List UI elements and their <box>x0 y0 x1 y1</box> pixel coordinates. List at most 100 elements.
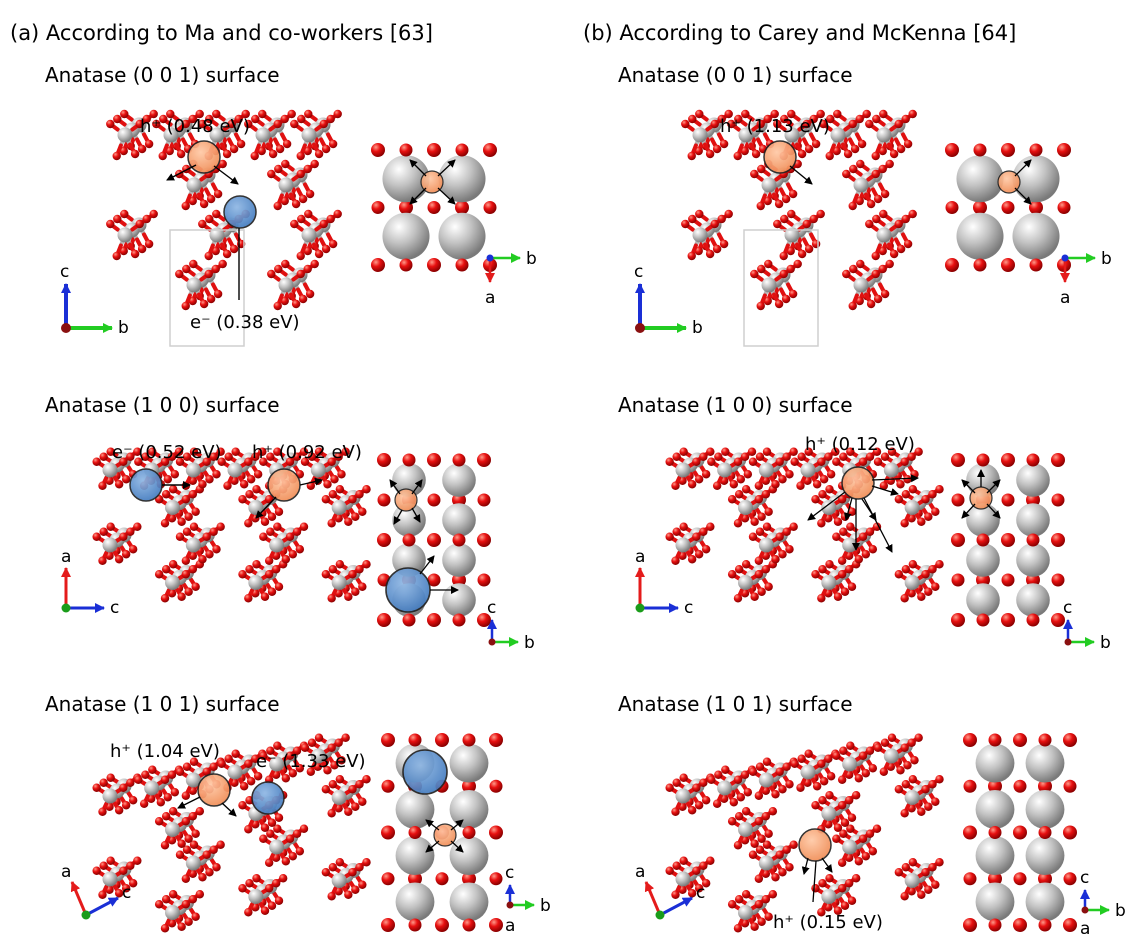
oxygen-atom <box>216 522 225 531</box>
oxygen-atom <box>199 299 209 309</box>
oxygen-atom <box>167 770 177 779</box>
axis-triad-side: a c <box>61 547 119 618</box>
oxygen-atom <box>175 269 184 279</box>
hop-arrow <box>843 497 853 521</box>
oxygen-atom <box>756 301 765 311</box>
oxygen-atom <box>774 299 784 309</box>
oxygen-atom <box>844 879 854 888</box>
hop-arrow <box>801 857 810 875</box>
oxygen-atom <box>266 746 275 755</box>
oxygen-atom <box>885 159 894 169</box>
oxygen-atom <box>721 447 730 456</box>
oxygen-atom <box>176 149 186 159</box>
oxygen-atom <box>775 767 784 776</box>
oxygen-atom <box>314 149 324 159</box>
oxygen-atom <box>381 825 395 840</box>
oxygen-atom <box>160 924 170 933</box>
titanium-atom <box>165 822 180 837</box>
titanium-atom <box>117 127 133 143</box>
oxygen-atom <box>846 824 855 833</box>
oxygen-atom <box>833 109 842 119</box>
axis-triad-side: c b <box>60 262 129 338</box>
oxygen-atom <box>880 452 890 461</box>
oxygen-atom <box>671 890 680 899</box>
oxygen-atom <box>238 884 247 893</box>
oxygen-atom <box>840 901 850 910</box>
oxygen-atom <box>785 470 794 479</box>
oxygen-atom <box>435 872 449 886</box>
oxygen-atom <box>377 613 391 627</box>
titanium-atom <box>821 575 837 590</box>
oxygen-atom <box>161 812 171 821</box>
oxygen-atom <box>782 527 791 536</box>
oxygen-atom <box>917 592 926 601</box>
oxygen-atom <box>951 533 965 547</box>
oxygen-atom <box>126 527 135 536</box>
leader-line <box>812 860 817 903</box>
oxygen-atom <box>871 151 880 161</box>
oxygen-atom <box>358 507 367 516</box>
oxygen-atom <box>296 169 305 179</box>
titanium-atom <box>449 882 489 922</box>
oxygen-atom <box>710 219 719 229</box>
oxygen-atom <box>865 746 875 755</box>
titanium-atom <box>821 806 837 821</box>
titanium-atom <box>738 575 753 590</box>
oxygen-atom <box>358 582 367 591</box>
oxygen-atom <box>189 447 199 456</box>
oxygen-atom <box>267 901 277 910</box>
oxygen-atom <box>900 743 909 752</box>
oxygen-atom <box>245 879 254 888</box>
oxygen-atom <box>381 733 395 747</box>
oxygen-atom <box>128 879 138 888</box>
hop-arrow <box>213 165 239 185</box>
oxygen-atom <box>330 475 339 484</box>
axis-label-a: a <box>505 916 515 936</box>
hole-polaron <box>267 468 301 502</box>
oxygen-atom <box>275 144 285 154</box>
oxygen-atom <box>128 796 138 805</box>
oxygen-atom <box>706 856 715 865</box>
oxygen-atom <box>908 775 918 784</box>
surface-title: Anatase (1 0 0) surface <box>618 393 853 417</box>
oxygen-atom <box>839 829 848 838</box>
oxygen-atom <box>452 573 466 587</box>
oxygen-atom <box>896 766 905 775</box>
titanium-atom <box>842 537 858 553</box>
oxygen-atom <box>880 738 890 747</box>
oxygen-atom <box>908 858 918 867</box>
oxygen-atom <box>198 219 207 229</box>
oxygen-atom <box>699 452 708 461</box>
axis-label-b: b <box>692 318 703 338</box>
oxygen-atom <box>679 773 688 782</box>
oxygen-atom <box>452 453 466 467</box>
oxygen-atom <box>296 251 305 261</box>
oxygen-atom <box>826 470 836 479</box>
surface-title: Anatase (1 0 1) surface <box>45 692 280 716</box>
oxygen-atom <box>896 244 906 254</box>
oxygen-atom <box>818 879 827 888</box>
oxygen-atom <box>858 532 868 541</box>
oxygen-atom <box>134 775 143 784</box>
oxygen-atom <box>300 457 310 466</box>
oxygen-atom <box>212 863 221 872</box>
axis-triad-side: c b <box>634 262 703 338</box>
oxygen-atom <box>290 119 299 129</box>
oxygen-atom <box>205 475 214 484</box>
oxygen-atom <box>757 264 766 274</box>
oxygen-atom <box>903 761 912 770</box>
oxygen-atom <box>816 109 825 119</box>
titanium-atom <box>1025 789 1065 829</box>
hop-arrow <box>961 479 976 494</box>
oxygen-atom <box>177 517 186 526</box>
oxygen-atom <box>733 457 743 466</box>
electron-polaron-top <box>385 567 431 613</box>
oxygen-atom <box>900 457 909 466</box>
electron-polaron-top <box>402 749 448 795</box>
electron-energy-label: e⁻ (0.52 eV) <box>112 442 222 463</box>
side-view-structure <box>665 447 944 603</box>
oxygen-atom <box>362 775 371 784</box>
